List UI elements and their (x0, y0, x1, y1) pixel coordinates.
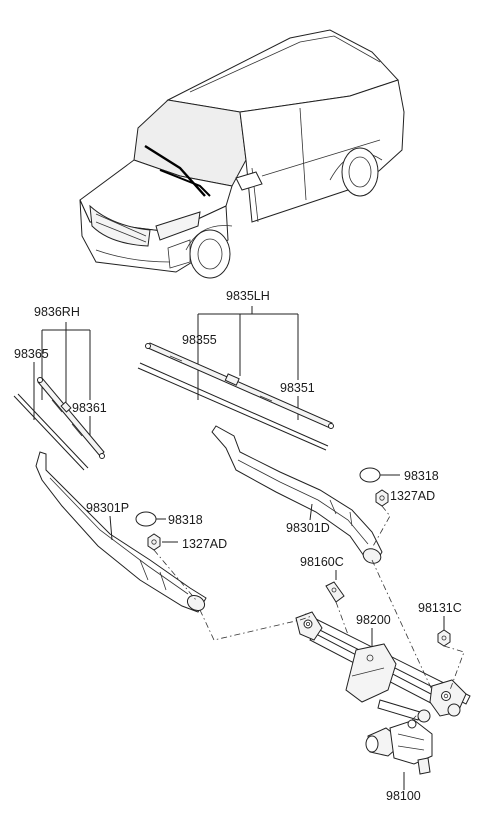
wiper-motor-icon (365, 719, 433, 775)
wiper-linkage-icon (295, 611, 471, 723)
leader-98301d (309, 503, 313, 521)
label-1327ad-lh: 1327AD (390, 489, 435, 503)
rh-arm-pivot-guide (299, 615, 313, 621)
label-98160c: 98160C (300, 555, 344, 569)
label-98318-lh: 98318 (404, 469, 439, 483)
bracket-icon (325, 581, 345, 603)
rh-cap-icon (135, 511, 157, 527)
label-98365: 98365 (14, 347, 49, 361)
suv-vehicle-icon (79, 29, 405, 279)
rh-nut-dashed-guide (153, 549, 197, 601)
lh-group-leaders (197, 306, 299, 400)
rh-wiper-refill (13, 393, 89, 471)
linkage-nut-icon (437, 629, 451, 647)
rh-nut-icon (147, 533, 161, 551)
label-98301d: 98301D (286, 521, 330, 535)
label-98131c: 98131C (418, 601, 462, 615)
rh-arm-to-linkage-guide (199, 609, 301, 641)
label-9836rh: 9836RH (34, 305, 80, 319)
lh-nut-icon (375, 489, 389, 507)
rh-group-leaders (41, 322, 91, 402)
label-98100: 98100 (386, 789, 421, 803)
label-98318-rh: 98318 (168, 513, 203, 527)
lh-arm-to-pivot-guide (371, 559, 433, 691)
leader-98301p (109, 515, 113, 541)
motor-to-linkage-guide (411, 711, 421, 721)
rh-wiper-blade (37, 377, 105, 459)
rh-wiper-arm (35, 451, 207, 613)
lh-wiper-arm (211, 425, 383, 564)
label-9835lh: 9835LH (226, 289, 270, 303)
lh-wiper-refill (137, 362, 329, 451)
label-98355: 98355 (182, 333, 217, 347)
lh-wiper-blade (145, 342, 334, 429)
label-98351: 98351 (280, 381, 315, 395)
label-1327ad-rh: 1327AD (182, 537, 227, 551)
label-98200: 98200 (356, 613, 391, 627)
lh-cap-icon (359, 467, 381, 483)
lh-nut-dashed-guide (371, 505, 391, 549)
label-98361: 98361 (72, 401, 107, 415)
label-98301p: 98301P (86, 501, 129, 515)
